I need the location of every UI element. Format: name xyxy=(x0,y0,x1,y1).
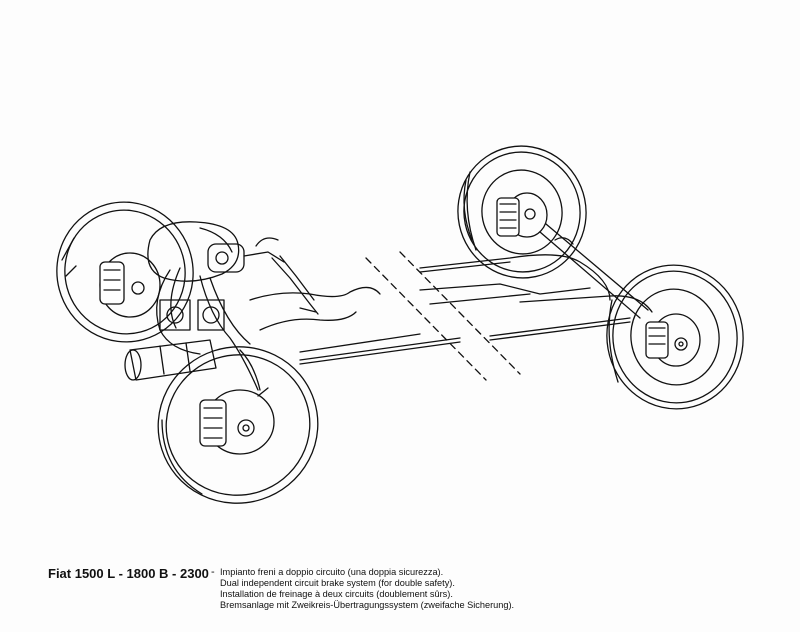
front-right-disc-brake xyxy=(99,252,161,318)
rear-left-wheel xyxy=(606,264,744,410)
brake-hoses xyxy=(156,267,261,391)
caption-line-english: Dual independent circuit brake system (f… xyxy=(220,578,455,588)
front-right-wheel xyxy=(56,201,194,343)
caption-lines: Impianto freni a doppio circuito (una do… xyxy=(220,567,514,611)
rear-left-brake-drum xyxy=(645,313,701,367)
caption-line-italian: Impianto freni a doppio circuito (una do… xyxy=(220,567,444,577)
rear-right-wheel xyxy=(457,145,587,279)
brake-system-illustration xyxy=(56,145,744,504)
rear-axle xyxy=(539,223,649,319)
caption-separator: - xyxy=(211,566,215,578)
caption-line-german: Bremsanlage mit Zweikreis-Übertragungssy… xyxy=(220,600,515,610)
caption-line-french: Installation de freinage à deux circuits… xyxy=(220,589,453,599)
front-left-disc-brake xyxy=(199,387,275,455)
chassis-outline xyxy=(249,283,591,353)
rear-brake-lines xyxy=(299,254,653,365)
brake-pedal xyxy=(271,255,319,315)
exhaust-canister xyxy=(124,339,217,381)
cutaway-lines xyxy=(365,251,521,381)
rear-right-brake-drum xyxy=(496,192,548,238)
model-title: Fiat 1500 L - 1800 B - 2300 xyxy=(48,566,209,581)
brake-servo-assembly xyxy=(147,221,285,331)
front-left-wheel xyxy=(157,346,319,504)
